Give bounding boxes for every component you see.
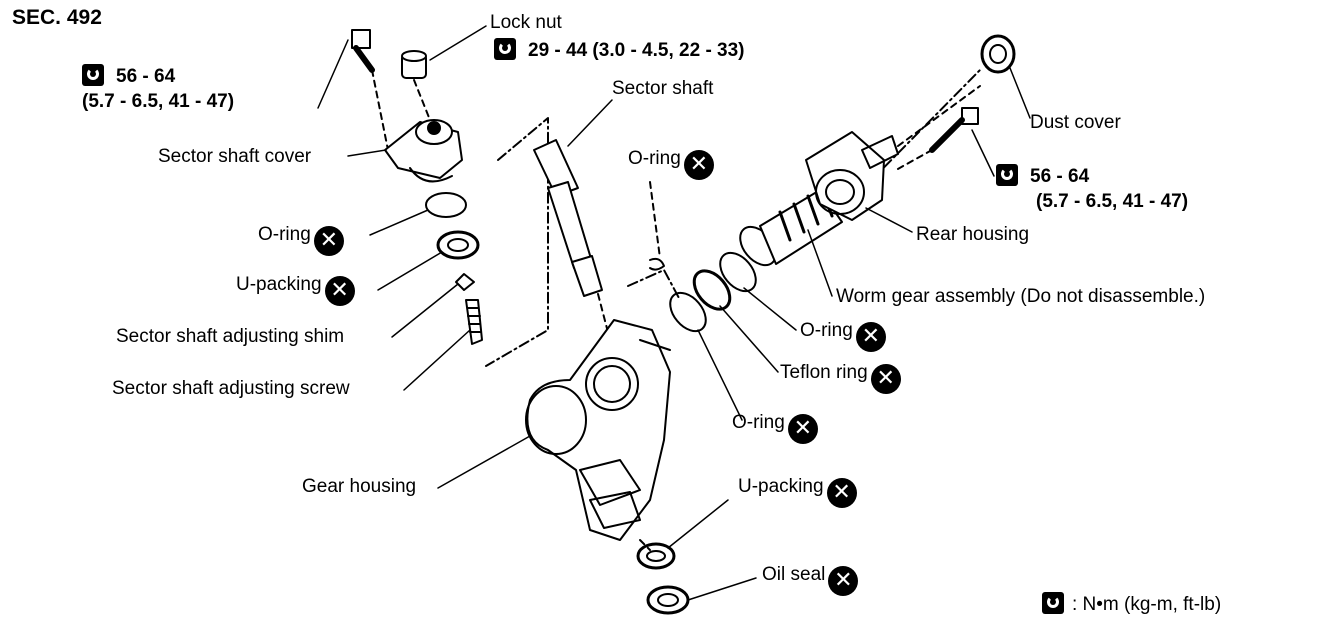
torque-value: 56 - 64 [1030,166,1090,187]
legend-units: : N•m (kg-m, ft-lb) [1042,592,1221,616]
torque-value-units: (5.7 - 6.5, 41 - 47) [82,91,235,112]
label-text: U-packing [738,476,824,497]
label-sector-shaft: Sector shaft [612,78,714,99]
do-not-reuse-icon: ✕ [683,150,714,180]
torque-spec-cover-bolt: 56 - 64 (5.7 - 6.5, 41 - 47) [82,64,234,114]
worm-gear-part [739,69,981,267]
oil-seal-part [646,585,690,615]
do-not-reuse-icon: ✕ [870,364,901,394]
legend-unit-text: : N•m (kg-m, ft-lb) [1072,594,1222,615]
section-number: SEC. 492 [12,6,102,29]
o-ring-right-part [719,251,757,293]
do-not-reuse-icon: ✕ [324,276,355,306]
label-sector-shaft-cover: Sector shaft cover [158,146,312,167]
o-ring-mid-part [669,291,707,333]
torque-wrench-icon [494,38,516,60]
do-not-reuse-icon: ✕ [826,478,857,508]
u-packing-left-part [436,230,480,260]
do-not-reuse-icon: ✕ [313,226,344,256]
torque-spec-lock-nut: 29 - 44 (3.0 - 4.5, 22 - 33) [494,38,745,63]
adjusting-shim-part [455,273,475,291]
label-o-ring-top: O-ring✕ [628,148,714,180]
label-text: O-ring [628,148,681,169]
label-adjusting-shim: Sector shaft adjusting shim [116,326,345,347]
label-teflon-ring: Teflon ring✕ [780,362,901,394]
leader-lines [317,25,1031,601]
torque-wrench-icon [1042,592,1064,614]
gear-housing-part [525,319,671,541]
label-o-ring-mid: O-ring✕ [732,412,818,444]
snap-ring-part [649,257,665,271]
label-dust-cover: Dust cover [1030,112,1121,133]
rear-bolt-part [895,107,979,171]
o-ring-left-part [425,192,467,218]
label-text: Teflon ring [780,362,868,383]
torque-value-units: (5.7 - 6.5, 41 - 47) [1036,191,1189,212]
do-not-reuse-icon: ✕ [855,322,886,352]
sector-shaft-cover-part [384,119,463,183]
label-worm-gear: Worm gear assembly (Do not disassemble.) [836,286,1206,307]
label-o-ring-left: O-ring✕ [258,224,344,256]
alignment-line-mid [627,269,681,301]
u-packing-bottom-part [636,542,676,570]
label-u-packing-bottom: U-packing✕ [738,476,857,508]
label-u-packing-left: U-packing✕ [236,274,355,306]
label-lock-nut: Lock nut [490,12,562,33]
rear-housing-part [805,85,981,221]
cover-bolt [351,29,389,151]
torque-wrench-icon [996,164,1018,186]
torque-value: 29 - 44 (3.0 - 4.5, 22 - 33) [528,40,745,61]
label-adjusting-screw: Sector shaft adjusting screw [112,378,350,399]
do-not-reuse-icon: ✕ [828,566,859,596]
do-not-reuse-icon: ✕ [787,414,818,444]
label-text: O-ring [800,320,853,341]
adjusting-screw-part [465,299,483,345]
torque-wrench-icon [82,64,104,86]
label-oil-seal: Oil seal✕ [762,564,859,596]
teflon-ring-part [692,269,732,311]
alignment-line-left [485,117,549,367]
dust-cover-part [980,34,1016,74]
torque-spec-rear-bolt: 56 - 64 (5.7 - 6.5, 41 - 47) [996,164,1188,214]
sector-shaft-part [533,139,611,341]
label-text: U-packing [236,274,322,295]
label-rear-housing: Rear housing [916,224,1030,245]
lock-nut-part [401,50,431,121]
label-gear-housing: Gear housing [302,476,417,497]
label-text: Oil seal [762,564,826,585]
label-text: O-ring [732,412,785,433]
label-text: O-ring [258,224,311,245]
alignment-line-top [649,181,661,259]
torque-value: 56 - 64 [116,66,176,87]
label-o-ring-right: O-ring✕ [800,320,886,352]
